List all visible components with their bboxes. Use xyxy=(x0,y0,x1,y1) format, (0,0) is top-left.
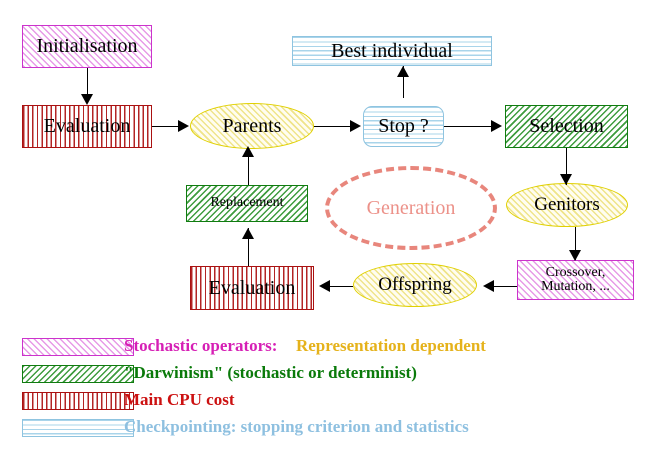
arrowhead-stop-to-selection xyxy=(491,120,502,132)
arrowhead-initialisation-to-evaluation xyxy=(81,94,93,105)
node-selection-label: Selection xyxy=(529,115,604,138)
arrowhead-selection-to-genitors xyxy=(560,174,572,185)
node-stop-label: Stop ? xyxy=(378,115,429,138)
arrowhead-offspring-to-evaluation xyxy=(319,280,330,292)
edge-replacement-to-parents xyxy=(248,155,249,185)
legend-swatch-blue-horizontal-hatch-icon xyxy=(22,419,134,437)
legend-text-stochastic-secondary: Representation dependent xyxy=(295,336,486,355)
edge-stop-to-selection xyxy=(444,126,492,127)
legend-text-cpu-cost: Main CPU cost xyxy=(124,390,235,409)
node-crossover-label-line2: Mutation, ... xyxy=(541,279,610,294)
edge-stop-to-best-individual xyxy=(403,66,404,98)
edge-offspring-to-evaluation xyxy=(325,286,353,287)
node-stop[interactable]: Stop ? xyxy=(363,106,444,147)
node-selection[interactable]: Selection xyxy=(505,105,628,148)
node-generation-label: Generation xyxy=(366,196,456,219)
legend-row-stochastic: Stochastic operators: Representation dep… xyxy=(0,336,662,365)
legend-text-stochastic: Stochastic operators: Representation dep… xyxy=(124,336,486,356)
arrowhead-parents-to-stop xyxy=(350,120,361,132)
node-replacement[interactable]: Replacement xyxy=(186,185,308,222)
legend-text-checkpointing: Checkpointing: stopping criterion and st… xyxy=(124,417,469,436)
arrowhead-stop-to-best-individual xyxy=(397,66,409,77)
edge-initialisation-to-evaluation xyxy=(87,68,88,95)
edge-parents-to-stop xyxy=(314,126,351,127)
node-evaluation-top-label: Evaluation xyxy=(43,115,131,138)
legend-row-checkpointing: Checkpointing: stopping criterion and st… xyxy=(0,417,662,446)
node-evaluation-top[interactable]: Evaluation xyxy=(22,105,152,148)
node-parents[interactable]: Parents xyxy=(190,103,314,149)
arrowhead-crossover-to-offspring xyxy=(483,280,494,292)
edge-selection-to-genitors xyxy=(566,148,567,185)
legend-text-darwinism: "Darwinism" (stochastic or determinist) xyxy=(124,363,417,382)
node-genitors-label: Genitors xyxy=(534,194,600,216)
node-evaluation-bottom[interactable]: Evaluation xyxy=(190,266,314,310)
arrowhead-evaluation-to-parents xyxy=(178,120,189,132)
node-parents-label: Parents xyxy=(222,114,282,137)
node-replacement-label: Replacement xyxy=(210,195,284,211)
edge-evaluation-to-parents xyxy=(152,126,180,127)
legend-swatch-red-vertical-hatch-icon xyxy=(22,392,134,410)
node-evaluation-bottom-label: Evaluation xyxy=(208,276,296,299)
arrowhead-replacement-to-parents xyxy=(242,146,254,157)
arrowhead-genitors-to-crossover xyxy=(569,250,581,261)
node-best-individual[interactable]: Best individual xyxy=(292,36,492,66)
arrowhead-evaluation-to-replacement xyxy=(242,228,254,239)
node-initialisation-label: Initialisation xyxy=(36,35,138,58)
legend-text-stochastic-primary: Stochastic operators: xyxy=(124,336,278,355)
node-initialisation[interactable]: Initialisation xyxy=(22,25,152,68)
edge-evaluation-to-replacement xyxy=(248,228,249,266)
node-best-individual-label: Best individual xyxy=(331,39,453,62)
legend-swatch-magenta-diagonal-hatch-icon xyxy=(22,338,134,356)
legend-row-cpu-cost: Main CPU cost xyxy=(0,390,662,419)
node-offspring-label: Offspring xyxy=(378,274,452,296)
edge-crossover-to-offspring xyxy=(489,286,517,287)
node-crossover-label-line1: Crossover, xyxy=(545,264,606,280)
legend: Stochastic operators: Representation dep… xyxy=(0,336,662,446)
legend-row-darwinism: "Darwinism" (stochastic or determinist) xyxy=(0,363,662,392)
node-genitors[interactable]: Genitors xyxy=(506,183,628,227)
legend-swatch-green-diagonal-hatch-icon xyxy=(22,365,134,383)
node-generation-cycle: Generation xyxy=(325,166,497,250)
node-offspring[interactable]: Offspring xyxy=(353,263,477,307)
node-crossover-mutation[interactable]: Crossover, Mutation, ... xyxy=(517,260,634,300)
edge-genitors-to-crossover xyxy=(575,227,576,260)
